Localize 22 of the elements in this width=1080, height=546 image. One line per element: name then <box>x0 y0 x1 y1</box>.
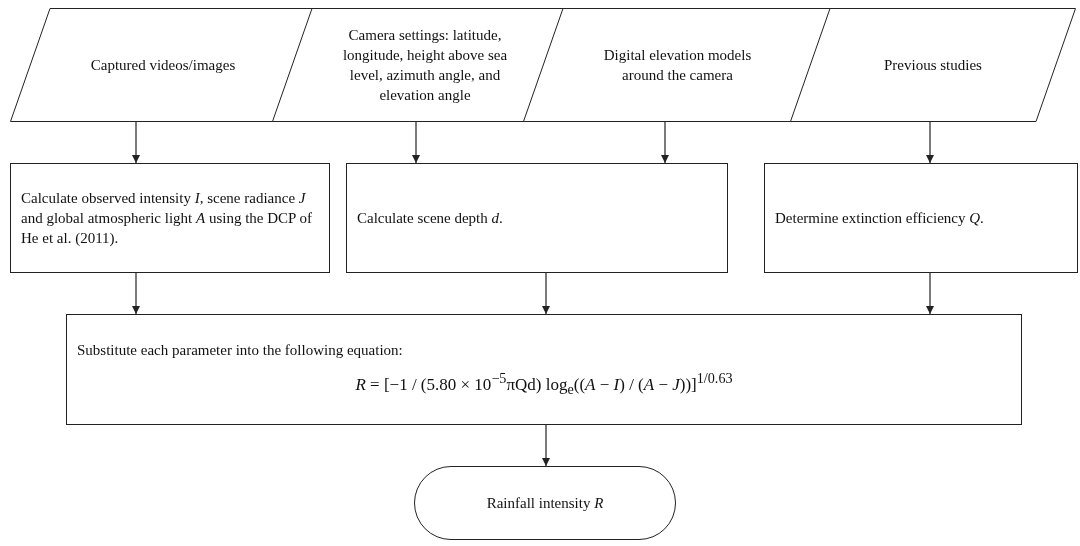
arrow <box>131 121 141 164</box>
arrow <box>411 121 421 164</box>
step-text: Captured videos/images <box>90 55 236 75</box>
arrow <box>925 121 935 164</box>
step-text: Determine extinction efficiency Q. <box>775 208 984 228</box>
equation: R = [−1 / (5.80 × 10$^{−5}$πQd) log$_{e}$((A − I) / (A − J))]$^{1/0.63}$ <box>355 368 733 399</box>
process-box <box>10 163 330 273</box>
arrow <box>541 424 551 467</box>
step-text: Digital elevation models around the camera <box>602 45 753 85</box>
arrow <box>541 272 551 315</box>
process-box <box>66 314 1022 425</box>
step-text: Calculate observed intensity I, scene radiance J and global atmospheric light A using the DCP of He et al. (2011). <box>21 188 314 249</box>
arrow <box>660 121 670 164</box>
step-text: Calculate scene depth d. <box>357 208 503 228</box>
terminal-label: Rainfall intensity R <box>486 493 604 513</box>
process-box <box>764 163 1078 273</box>
step-text: Substitute each parameter into the following equation: <box>77 341 403 361</box>
step-text: Camera settings: latitude, longitude, height above sea level, azimuth angle, and elevation angle <box>341 25 509 106</box>
arrow <box>925 272 935 315</box>
process-box <box>346 163 728 273</box>
arrow <box>131 272 141 315</box>
step-text: Previous studies <box>884 55 982 75</box>
